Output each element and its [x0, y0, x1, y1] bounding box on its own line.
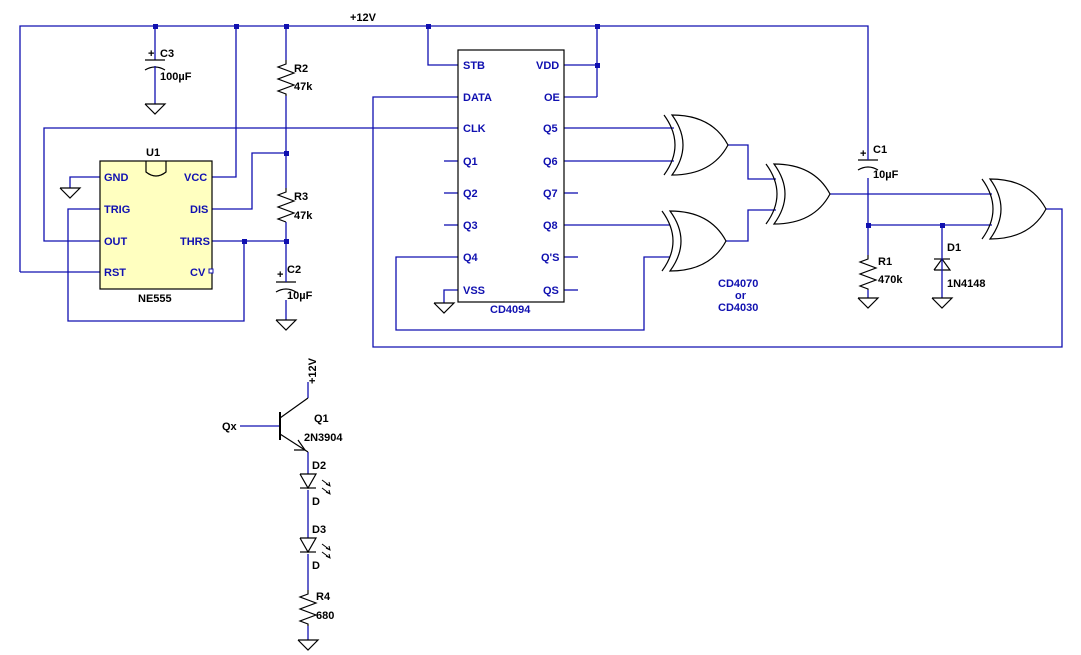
- svg-text:Q1: Q1: [463, 156, 478, 168]
- led-d2: D2 D: [299, 460, 331, 508]
- svg-text:CLK: CLK: [463, 123, 486, 135]
- svg-text:or: or: [735, 290, 747, 302]
- svg-text:D2: D2: [312, 460, 326, 472]
- svg-text:QS: QS: [543, 285, 559, 297]
- svg-text:DIS: DIS: [190, 204, 208, 216]
- capacitor-c1: + C1 10µF: [857, 144, 899, 181]
- svg-text:10µF: 10µF: [873, 169, 899, 181]
- svg-text:Q7: Q7: [543, 188, 558, 200]
- ground-icon: [857, 297, 880, 309]
- svg-text:+: +: [148, 48, 154, 60]
- svg-text:Q3: Q3: [463, 220, 478, 232]
- svg-text:R4: R4: [316, 591, 331, 603]
- xor-gate-3: [765, 163, 831, 225]
- svg-text:D: D: [312, 560, 320, 572]
- c3-value: 100µF: [160, 71, 192, 83]
- svg-text:THRS: THRS: [180, 236, 210, 248]
- svg-text:D: D: [312, 496, 320, 508]
- cd4094-part: CD4094: [490, 304, 531, 316]
- svg-text:680: 680: [316, 610, 334, 622]
- svg-text:RST: RST: [104, 267, 126, 279]
- driver-supply-label: +12V: [307, 357, 319, 384]
- svg-text:Q'S: Q'S: [541, 252, 560, 264]
- ground-icon: [59, 187, 82, 199]
- junctions: [153, 24, 945, 244]
- ground-icon: [931, 297, 954, 309]
- c3-ref: C3: [160, 48, 174, 60]
- svg-text:OUT: OUT: [104, 236, 128, 248]
- svg-text:Q8: Q8: [543, 220, 558, 232]
- resistor-r4: R4 680: [297, 590, 334, 651]
- svg-text:47k: 47k: [294, 210, 313, 222]
- ground-icon: [275, 319, 298, 331]
- svg-text:10µF: 10µF: [287, 290, 313, 302]
- svg-text:2N3904: 2N3904: [304, 432, 343, 444]
- resistor-r2: R2 47k: [276, 60, 313, 96]
- wires: [19, 25, 1063, 640]
- svg-text:TRIG: TRIG: [104, 204, 130, 216]
- svg-text:GND: GND: [104, 172, 129, 184]
- xor-gate-1: [663, 114, 729, 176]
- vcc-net-label: +12V: [350, 12, 377, 24]
- svg-text:1N4148: 1N4148: [947, 278, 986, 290]
- svg-text:R3: R3: [294, 191, 308, 203]
- ne555-chip: U1 NE555 GND TRIG OUT RST VCC DIS THRS C…: [99, 147, 214, 305]
- capacitor-c3: + C3 100µF: [144, 48, 192, 115]
- u1-ref: U1: [146, 147, 160, 159]
- ground-icon: [433, 302, 456, 314]
- svg-text:+: +: [277, 269, 283, 281]
- svg-text:OE: OE: [544, 92, 560, 104]
- svg-text:C2: C2: [287, 264, 301, 276]
- svg-text:VCC: VCC: [184, 172, 207, 184]
- svg-text:D3: D3: [312, 524, 326, 536]
- xor-gate-4: [981, 178, 1047, 240]
- svg-text:470k: 470k: [878, 274, 903, 286]
- xor-gate-2: [661, 210, 727, 272]
- svg-text:+: +: [860, 148, 866, 160]
- svg-text:DATA: DATA: [463, 92, 492, 104]
- resistor-r3: R3 47k: [276, 188, 313, 223]
- vcc-rail-wire: [19, 25, 869, 272]
- svg-text:CD4030: CD4030: [718, 302, 758, 314]
- u1-part: NE555: [138, 293, 172, 305]
- svg-text:D1: D1: [947, 242, 961, 254]
- svg-text:Q6: Q6: [543, 156, 558, 168]
- capacitor-c2: + C2 10µF: [275, 264, 313, 331]
- svg-text:VSS: VSS: [463, 285, 485, 297]
- svg-text:CV: CV: [190, 267, 206, 279]
- qx-input-label: Qx: [222, 421, 238, 433]
- svg-text:STB: STB: [463, 60, 485, 72]
- svg-text:Q5: Q5: [543, 123, 558, 135]
- xor-part-note: CD4070 or CD4030: [718, 278, 758, 314]
- svg-text:Q4: Q4: [463, 252, 479, 264]
- svg-text:47k: 47k: [294, 81, 313, 93]
- resistor-r1: R1 470k: [857, 255, 903, 309]
- transistor-q1: Qx Q1 2N3904 +12V: [222, 357, 343, 453]
- svg-text:R2: R2: [294, 63, 308, 75]
- svg-text:VDD: VDD: [536, 60, 559, 72]
- diode-d1: D1 1N4148: [931, 242, 986, 309]
- led-d3: D3 D: [299, 524, 331, 572]
- cd4094-chip: STB DATA CLK Q1 Q2 Q3 Q4 VSS VDD OE Q5 Q…: [457, 49, 565, 316]
- svg-text:Q2: Q2: [463, 188, 478, 200]
- ground-icon: [297, 639, 320, 651]
- svg-text:CD4070: CD4070: [718, 278, 758, 290]
- svg-text:R1: R1: [878, 256, 892, 268]
- svg-text:Q1: Q1: [314, 413, 329, 425]
- svg-text:C1: C1: [873, 144, 887, 156]
